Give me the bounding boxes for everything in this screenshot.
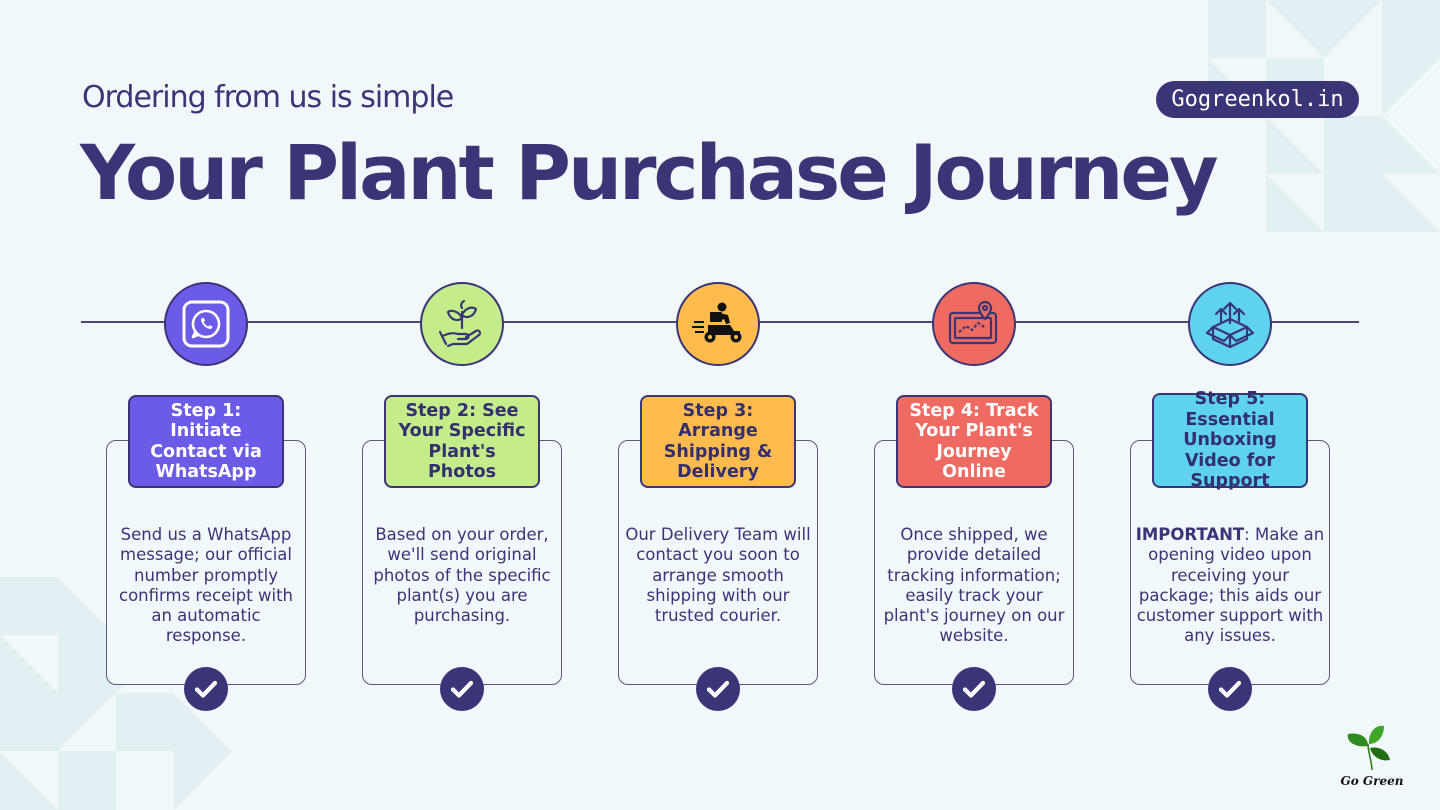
step-3-check <box>696 667 740 711</box>
leaf-logo-icon <box>1347 725 1390 771</box>
step-2-label: Step 2: See Your Specific Plant's Photos <box>384 395 540 488</box>
whatsapp-icon <box>182 300 230 348</box>
step-5-icon-circle <box>1188 282 1272 366</box>
step-3-label: Step 3: Arrange Shipping & Delivery <box>640 395 796 488</box>
checkmark-icon <box>962 680 986 698</box>
step-3-description: Our Delivery Team will contact you soon … <box>625 525 811 626</box>
decorative-pattern-bottom-left <box>0 577 232 810</box>
step-5-important-label: IMPORTANT <box>1135 525 1245 544</box>
logo-text: Go Green <box>1340 774 1404 788</box>
step-2-icon-circle <box>420 282 504 366</box>
step-2-description: Based on your order, we'll send original… <box>373 525 551 626</box>
unboxing-icon <box>1205 301 1255 349</box>
step-5-description-text: : Make an opening video upon receiving y… <box>1136 525 1325 646</box>
step-5-check <box>1208 667 1252 711</box>
step-5-description: IMPORTANT: Make an opening video upon re… <box>1130 525 1330 647</box>
page-title: Your Plant Purchase Journey <box>80 128 1218 217</box>
step-5-label: Step 5: Essential Unboxing Video for Sup… <box>1152 389 1308 491</box>
step-1-icon-circle <box>164 282 248 366</box>
step-3-icon-circle <box>676 282 760 366</box>
step-1-description: Send us a WhatsApp message; our official… <box>119 525 293 646</box>
plant-hand-icon <box>438 299 482 348</box>
step-1-check <box>184 667 228 711</box>
step-2-check <box>440 667 484 711</box>
step-1-label: Step 1: Initiate Contact via WhatsApp <box>128 395 284 488</box>
map-tracking-icon <box>948 300 998 345</box>
page-subtitle: Ordering from us is simple <box>82 80 454 115</box>
step-4-label: Step 4: Track Your Plant's Journey Onlin… <box>896 395 1052 488</box>
step-4-icon-circle <box>932 282 1016 366</box>
step-4-description: Once shipped, we provide detailed tracki… <box>883 525 1065 646</box>
checkmark-icon <box>706 680 730 698</box>
checkmark-icon <box>450 680 474 698</box>
checkmark-icon <box>194 680 218 698</box>
checkmark-icon <box>1218 680 1242 698</box>
website-badge[interactable]: Gogreenkol.in <box>1156 81 1359 118</box>
delivery-scooter-icon <box>692 302 742 343</box>
step-4-check <box>952 667 996 711</box>
